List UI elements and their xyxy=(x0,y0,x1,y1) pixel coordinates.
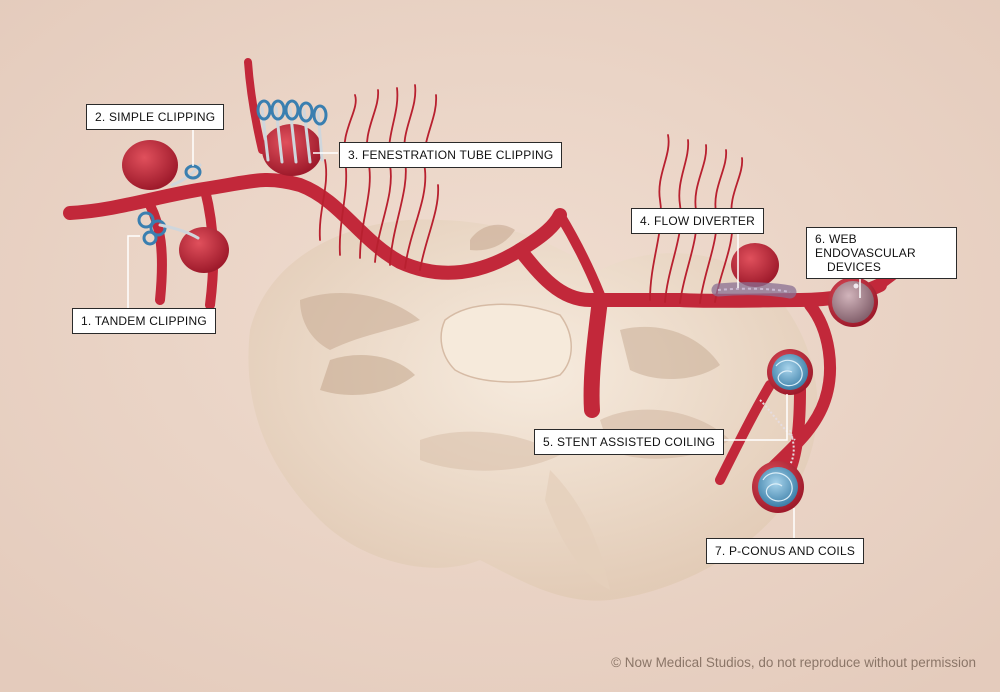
flow-diverter-stent xyxy=(711,282,797,299)
label-web-endovascular-devices: 6. WEB ENDOVASCULAR DEVICES xyxy=(806,227,957,279)
label-simple-clipping: 2. SIMPLE CLIPPING xyxy=(86,104,225,130)
skull-base xyxy=(248,219,818,601)
tandem-clips xyxy=(137,211,200,246)
web-device xyxy=(828,277,878,327)
copyright-notice: © Now Medical Studios, do not reproduce … xyxy=(611,655,976,670)
label-stent-assisted-coiling: 5. STENT ASSISTED COILING xyxy=(534,429,725,455)
label-tandem-clipping: 1. TANDEM CLIPPING xyxy=(72,308,216,334)
label-flow-diverter: 4. FLOW DIVERTER xyxy=(631,208,764,234)
label-web-line2: DEVICES xyxy=(827,260,882,274)
label-web-line1: 6. WEB ENDOVASCULAR xyxy=(815,232,916,260)
fenestrated-clips xyxy=(256,99,328,164)
label-fenestration-tube-clipping: 3. FENESTRATION TUBE CLIPPING xyxy=(339,142,563,168)
clips xyxy=(137,99,328,246)
flow-diverter-aneurysm xyxy=(731,243,779,287)
stent-assisted-coiling xyxy=(759,349,813,441)
simple-clip-aneurysm xyxy=(122,140,178,190)
pconus-coils xyxy=(752,429,804,513)
tandem-clip-aneurysm xyxy=(179,227,229,273)
label-pconus-and-coils: 7. P-CONUS AND COILS xyxy=(706,538,865,564)
